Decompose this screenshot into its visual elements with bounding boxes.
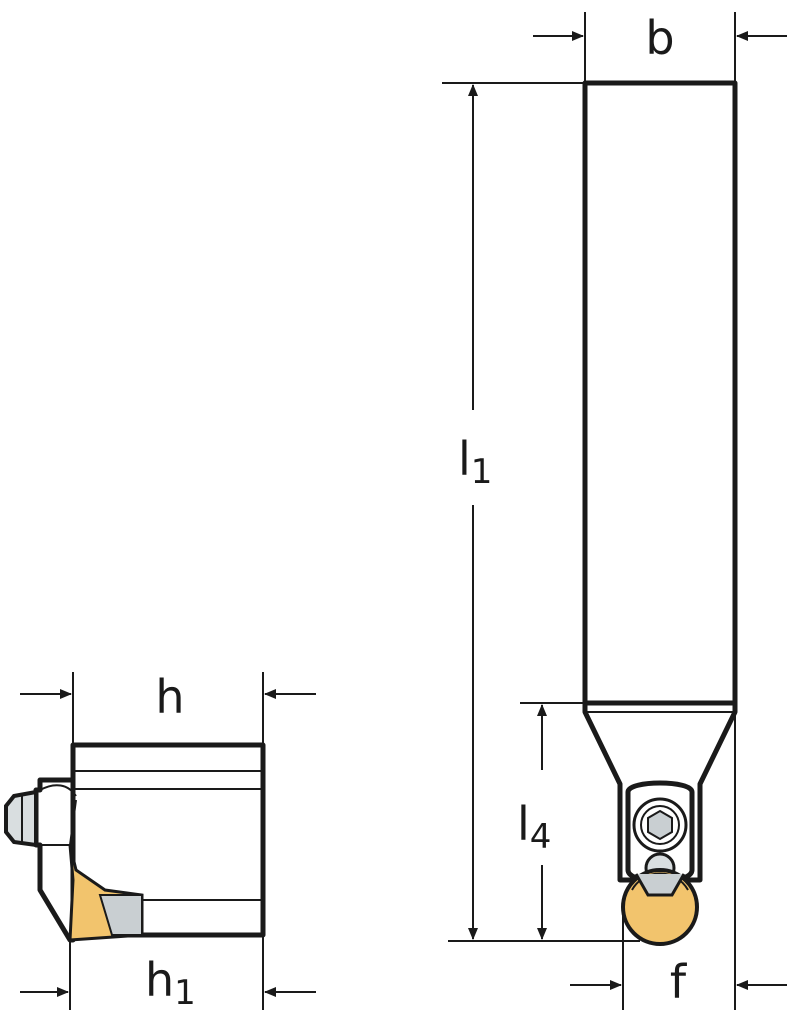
dimension-l1: l1 [442,82,640,942]
dimension-l4: l4 [517,702,585,940]
side-head [33,777,76,943]
dim-l4-sub: 4 [530,817,552,857]
svg-text:l1: l1 [458,432,492,492]
svg-text:h1: h1 [145,953,196,1013]
dim-h-label: h [155,670,184,724]
dimension-f: f [570,703,787,1010]
side-view [3,742,266,943]
dimension-h: h [20,670,316,745]
dim-l1-label: l [458,432,471,486]
dim-h1-sub: 1 [174,973,196,1013]
dimension-b: b [533,11,787,703]
front-view [582,80,738,946]
dim-b-label: b [645,11,674,65]
hex-socket-icon [647,809,673,841]
dim-h1-label: h [145,953,174,1007]
svg-text:f: f [670,955,688,1009]
svg-text:l4: l4 [517,797,551,857]
dim-f-label: f [670,955,688,1009]
dimension-h1: h1 [20,935,316,1013]
svg-text:h: h [155,670,184,724]
dim-l1-sub: 1 [471,452,493,492]
shank-body [582,80,738,706]
clamp-screw [632,797,688,853]
dim-l4-label: l [517,797,530,851]
svg-text:b: b [645,11,674,65]
